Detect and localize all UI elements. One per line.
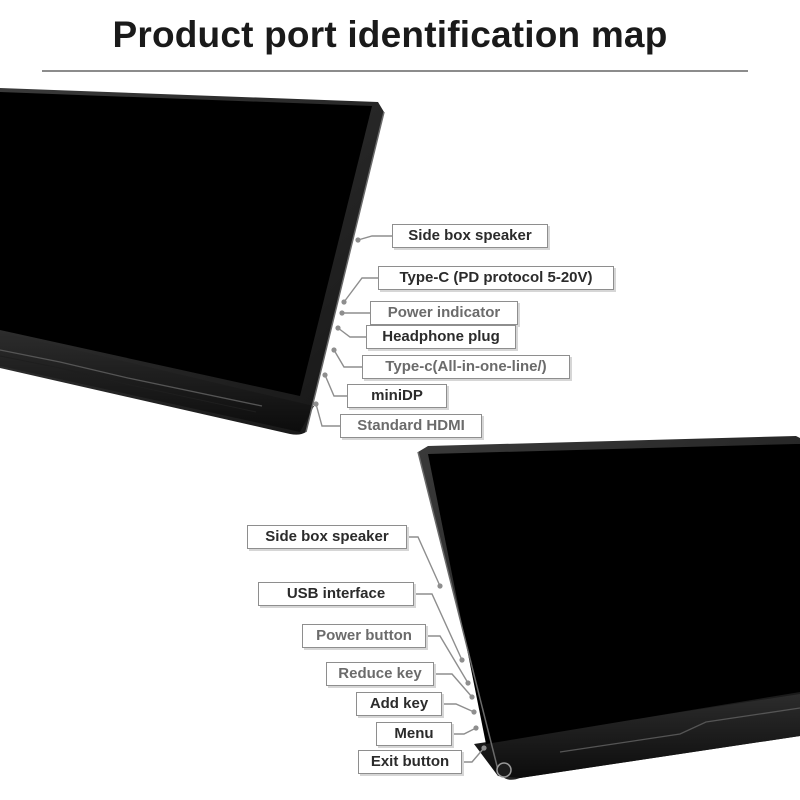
label-minidp: miniDP	[347, 384, 447, 408]
label-type-c-all-in-one: Type-c(All-in-one-line/)	[362, 355, 570, 379]
label-menu: Menu	[376, 722, 452, 746]
leader-side-box-speaker-top	[357, 235, 392, 241]
leader-type-c-all-in-one	[333, 349, 362, 368]
leader-power-button	[426, 635, 469, 684]
leader-headphone-plug-dot	[335, 325, 341, 331]
page-title: Product port identification map	[112, 14, 668, 55]
monitor-bottom-base	[474, 694, 800, 778]
leader-power-indicator-dot	[339, 310, 345, 316]
leader-headphone-plug	[337, 327, 366, 338]
label-headphone-plug: Headphone plug	[366, 325, 516, 349]
label-usb-interface: USB interface	[258, 582, 414, 606]
leader-minidp-dot	[322, 372, 328, 378]
monitor-bottom	[417, 436, 800, 780]
leader-standard-hdmi-dot	[313, 401, 319, 407]
label-side-box-speaker-top: Side box speaker	[392, 224, 548, 248]
monitor-top-groove	[0, 349, 263, 407]
label-exit-button: Exit button	[358, 750, 462, 774]
leader-add-key	[442, 703, 475, 713]
label-side-box-speaker-bottom: Side box speaker	[247, 525, 407, 549]
label-add-key: Add key	[356, 692, 442, 716]
label-power-button: Power button	[302, 624, 426, 648]
leader-add-key-dot	[471, 709, 477, 715]
label-power-indicator: Power indicator	[370, 301, 518, 325]
leader-type-c-pd	[343, 277, 378, 303]
leader-standard-hdmi	[315, 403, 340, 427]
monitor-bottom-screen	[428, 444, 800, 744]
leader-menu	[452, 727, 477, 735]
monitor-top-base	[0, 332, 314, 432]
leader-side-box-speaker-bot	[407, 536, 441, 587]
monitor-top	[0, 88, 385, 435]
exit-button-knob	[496, 762, 512, 778]
label-standard-hdmi: Standard HDMI	[340, 414, 482, 438]
leader-exit-button-dot	[481, 745, 487, 751]
leader-usb-interface	[414, 593, 463, 661]
title-divider	[42, 70, 748, 72]
leader-minidp	[324, 374, 347, 397]
leader-side-box-speaker-bot-dot	[437, 583, 443, 589]
leader-menu-dot	[473, 725, 479, 731]
monitor-top-groove-2	[0, 355, 257, 413]
leader-usb-interface-dot	[459, 657, 465, 663]
label-reduce-key: Reduce key	[326, 662, 434, 686]
leader-side-box-speaker-top-dot	[355, 237, 361, 243]
leader-lines	[313, 235, 487, 763]
monitor-top-side-edge	[305, 111, 385, 433]
label-type-c-pd: Type-C (PD protocol 5-20V)	[378, 266, 614, 290]
leader-type-c-pd-dot	[341, 299, 347, 305]
leader-type-c-all-in-one-dot	[331, 347, 337, 353]
monitor-top-screen	[0, 92, 372, 396]
leader-reduce-key-dot	[469, 694, 475, 700]
leader-reduce-key	[434, 673, 473, 698]
leader-exit-button	[462, 747, 485, 763]
monitor-bottom-groove	[559, 707, 800, 753]
leader-power-button-dot	[465, 680, 471, 686]
monitor-bottom-side-edge	[417, 451, 499, 771]
